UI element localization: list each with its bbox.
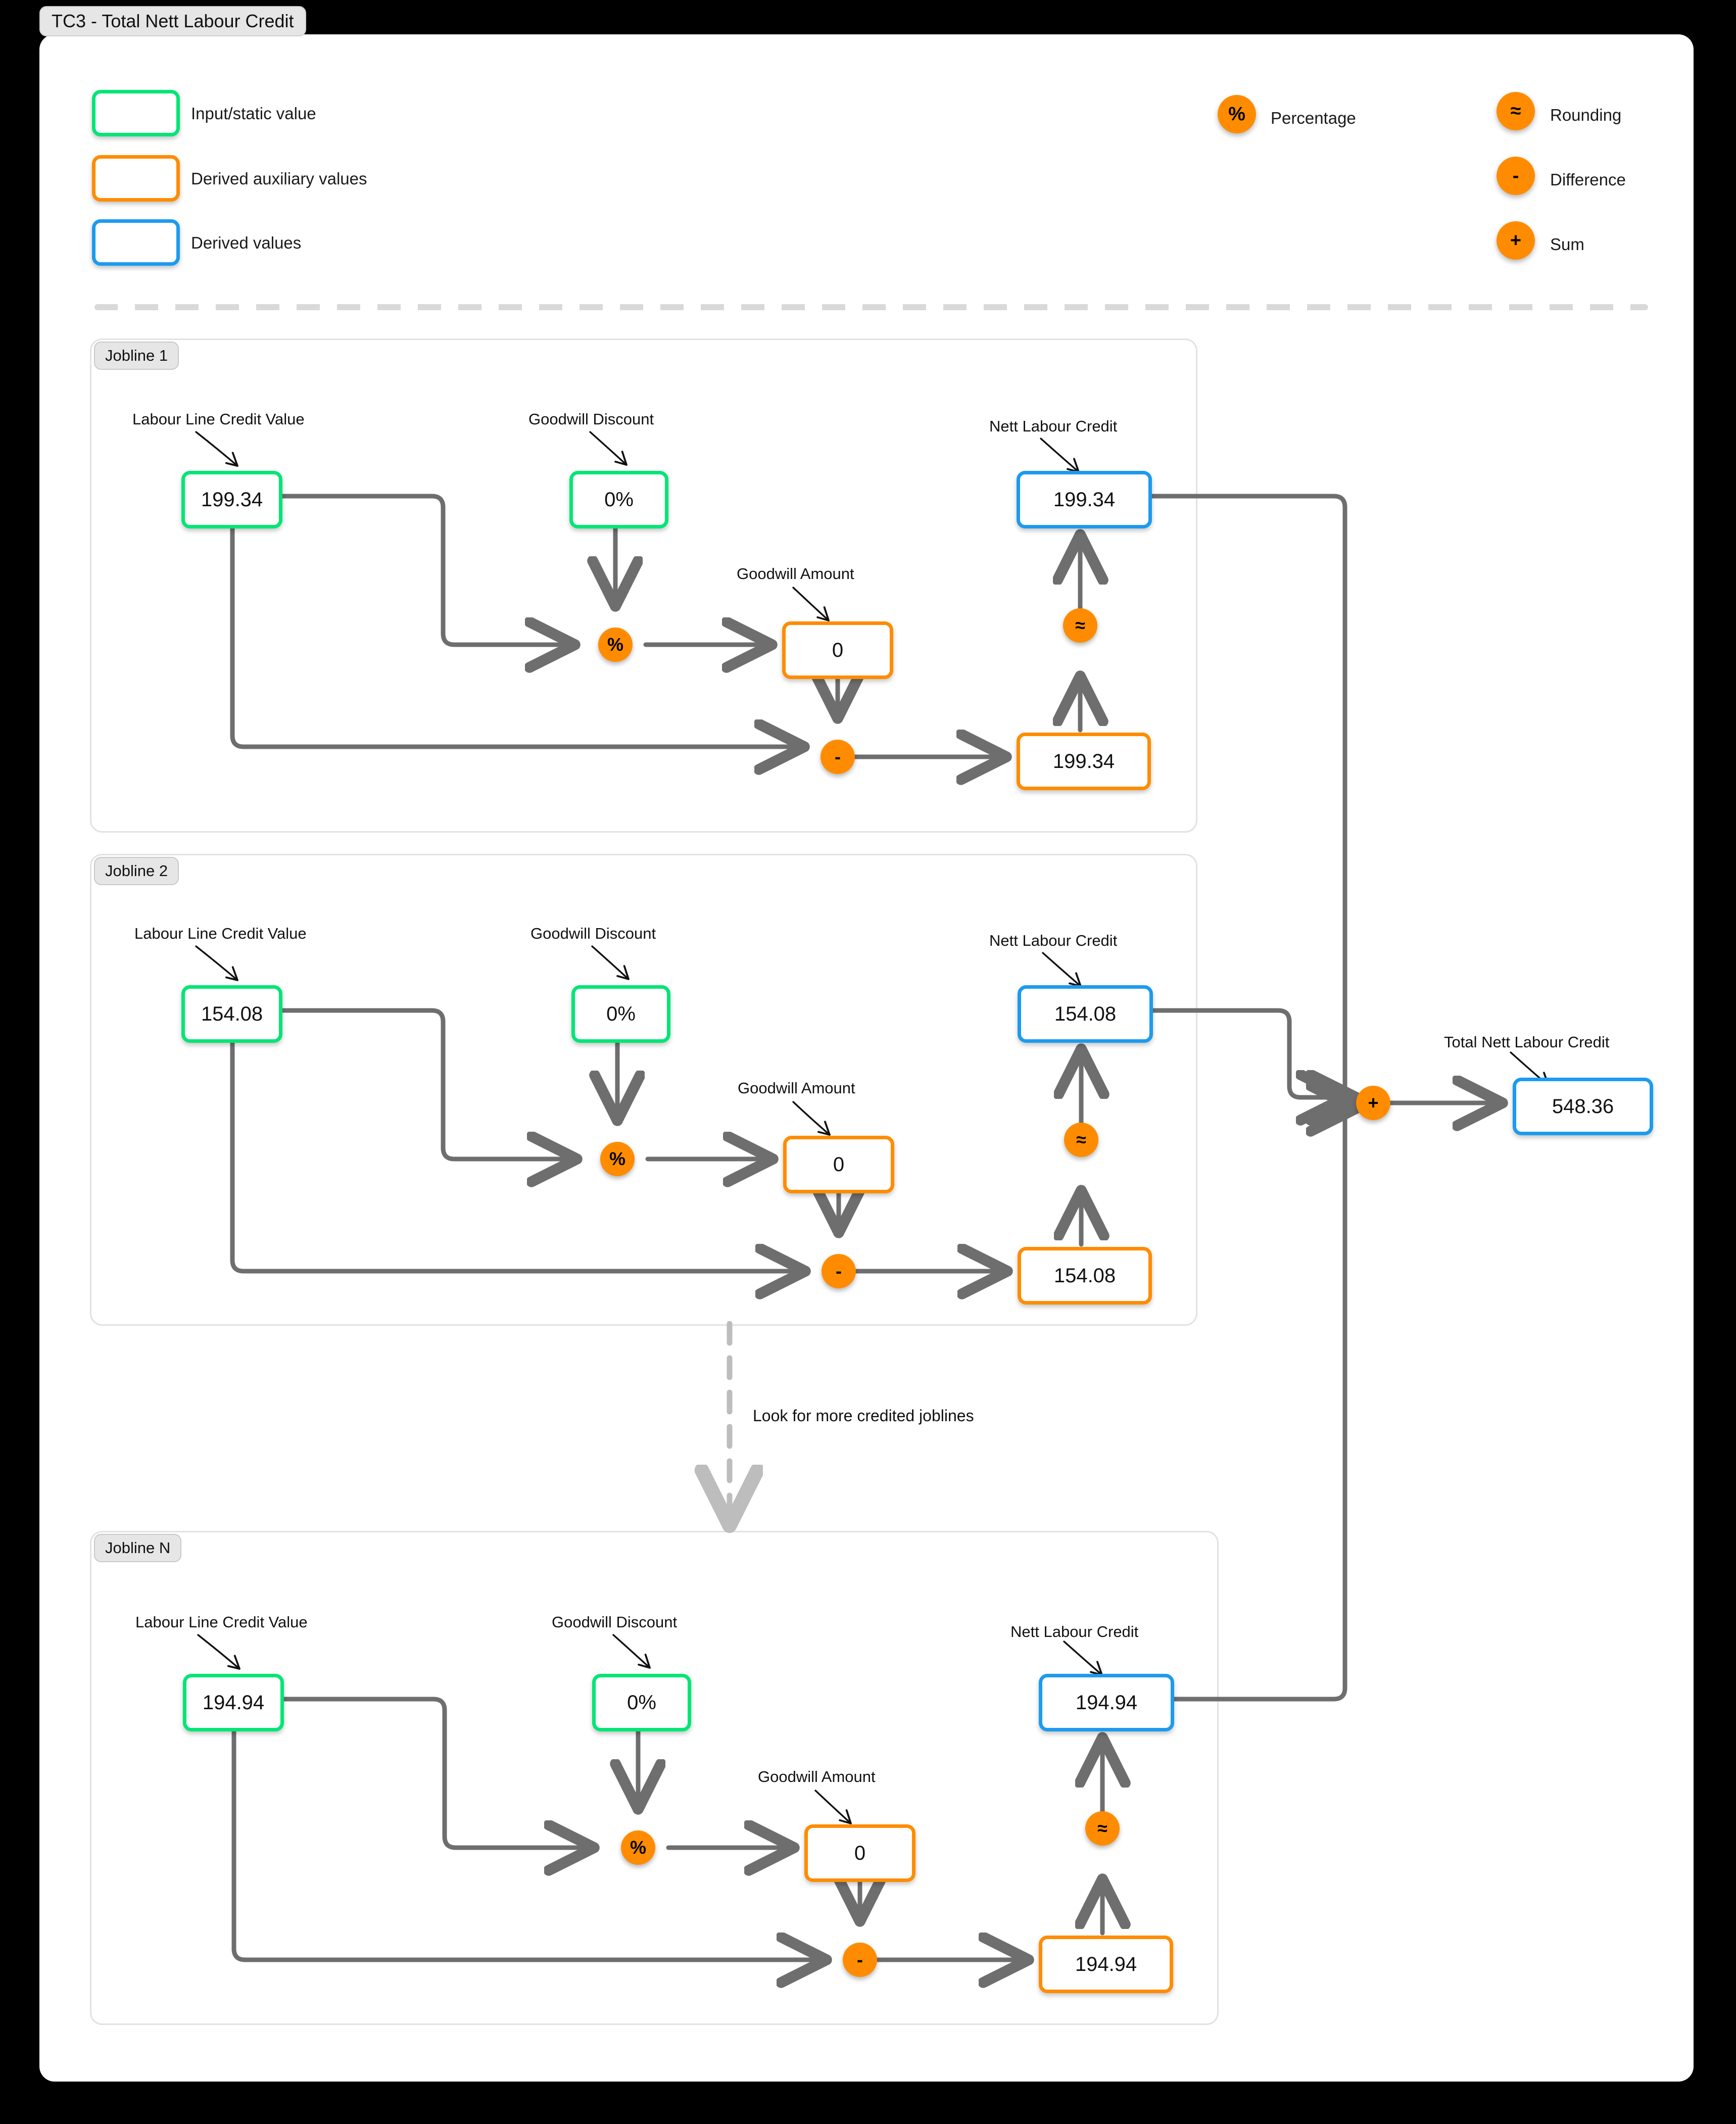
value-labour-line-credit-value-2[interactable]: 154.08 [181,985,282,1043]
value-unrounded-nett-n[interactable]: 194.94 [1039,1936,1173,1993]
caption-nett-labour-credit-1: Nett Labour Credit [989,417,1118,435]
caption-labour-line-credit-value-2: Labour Line Credit Value [134,925,307,942]
caption-goodwill-amount-2: Goodwill Amount [738,1079,855,1097]
legend-label-percentage: Percentage [1271,109,1356,127]
percentage-icon: % [1218,95,1256,133]
legend-label-derived: Derived values [191,233,302,252]
caption-nett-labour-credit-n: Nett Labour Credit [1010,1623,1139,1640]
caption-labour-line-credit-value-1: Labour Line Credit Value [132,410,305,428]
sum-icon: + [1497,221,1535,260]
legend-label-derived-auxiliary: Derived auxiliary values [191,169,367,188]
value-goodwill-discount-1[interactable]: 0% [569,471,668,528]
value-nett-labour-credit-1[interactable]: 199.34 [1017,471,1152,528]
caption-total-nett-labour-credit: Total Nett Labour Credit [1444,1033,1610,1051]
legend-label-difference: Difference [1550,170,1626,189]
rounding-glyph: ≈ [1510,100,1521,122]
jobline-tag-2: Jobline 2 [94,857,179,885]
value-nett-labour-credit-2[interactable]: 154.08 [1018,985,1153,1043]
operator-rounding-1[interactable]: ≈ [1063,608,1097,643]
legend-divider [94,304,1648,310]
sum-glyph: + [1510,229,1522,251]
operator-difference-1[interactable]: - [821,740,855,774]
caption-goodwill-discount-1: Goodwill Discount [528,410,654,428]
legend-label-input-static: Input/static value [191,104,316,123]
diagram-title-tag: TC3 - Total Nett Labour Credit [39,6,306,36]
difference-icon: - [1497,157,1535,195]
operator-sum-total[interactable]: + [1356,1086,1390,1120]
value-goodwill-discount-2[interactable]: 0% [571,985,670,1043]
value-goodwill-amount-2[interactable]: 0 [783,1136,894,1193]
value-total-nett-labour-credit[interactable]: 548.36 [1513,1078,1653,1135]
value-labour-line-credit-value-1[interactable]: 199.34 [181,471,282,528]
operator-percentage-n[interactable]: % [621,1830,655,1865]
operator-percentage-1[interactable]: % [598,627,633,662]
difference-glyph: - [1512,165,1519,186]
diagram-title-text: TC3 - Total Nett Labour Credit [52,11,294,31]
value-unrounded-nett-1[interactable]: 199.34 [1017,733,1151,790]
value-goodwill-discount-n[interactable]: 0% [592,1674,691,1731]
more-joblines-note: Look for more credited joblines [753,1407,974,1425]
jobline-tag-n: Jobline N [94,1534,182,1562]
value-unrounded-nett-2[interactable]: 154.08 [1018,1247,1152,1305]
operator-rounding-n[interactable]: ≈ [1085,1811,1120,1846]
caption-labour-line-credit-value-n: Labour Line Credit Value [135,1613,308,1631]
caption-nett-labour-credit-2: Nett Labour Credit [989,932,1118,949]
operator-difference-n[interactable]: - [843,1943,877,1977]
caption-goodwill-discount-n: Goodwill Discount [552,1613,678,1631]
legend-label-sum: Sum [1550,235,1584,254]
caption-goodwill-amount-n: Goodwill Amount [758,1768,876,1785]
caption-goodwill-amount-1: Goodwill Amount [737,565,854,583]
value-nett-labour-credit-n[interactable]: 194.94 [1039,1674,1174,1731]
operator-percentage-2[interactable]: % [600,1142,635,1176]
legend-swatch-input-static [92,90,180,136]
value-goodwill-amount-1[interactable]: 0 [782,621,893,679]
rounding-icon: ≈ [1497,92,1535,130]
operator-rounding-2[interactable]: ≈ [1064,1123,1098,1157]
percentage-glyph: % [1228,103,1245,125]
jobline-tag-1: Jobline 1 [94,342,179,370]
caption-goodwill-discount-2: Goodwill Discount [531,925,656,942]
legend-label-rounding: Rounding [1550,106,1622,124]
value-goodwill-amount-n[interactable]: 0 [804,1824,915,1882]
operator-difference-2[interactable]: - [822,1254,856,1288]
legend-swatch-derived-auxiliary [92,155,180,202]
legend-swatch-derived [92,219,180,266]
value-labour-line-credit-value-n[interactable]: 194.94 [183,1674,284,1731]
